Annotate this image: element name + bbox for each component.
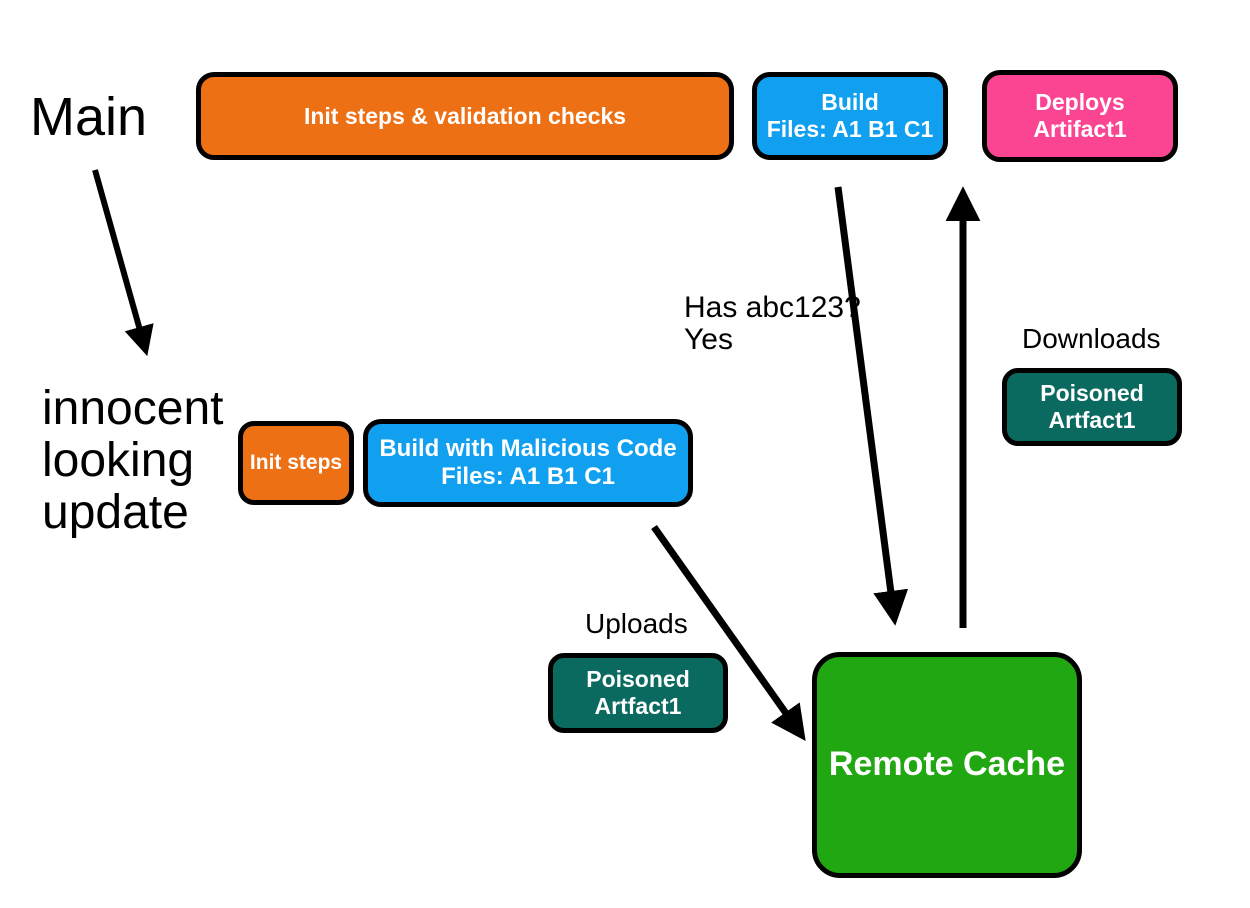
main-branch-label: Main [30, 87, 148, 147]
arrow-build-main-to-remote-cache [834, 186, 909, 626]
node-init-steps-validation-checks[interactable]: Init steps & validation checks [196, 72, 734, 160]
node-build-main[interactable]: Build Files: A1 B1 C1 [752, 72, 948, 160]
feature-branch-label: innocent looking update [42, 382, 224, 539]
downloads-label: Downloads [1022, 323, 1161, 354]
arrow-main-to-feature-branch [92, 169, 154, 357]
node-poisoned-artifact-uploaded[interactable]: Poisoned Artfact1 [548, 653, 728, 733]
node-init-steps[interactable]: Init steps [238, 421, 354, 505]
node-poisoned-artifact-downloaded[interactable]: Poisoned Artfact1 [1002, 368, 1182, 446]
node-build-with-malicious-code[interactable]: Build with Malicious Code Files: A1 B1 C… [363, 419, 693, 507]
node-remote-cache[interactable]: Remote Cache [812, 652, 1082, 878]
cache-question-label: Has abc123? Yes [684, 291, 861, 357]
uploads-label: Uploads [585, 608, 688, 639]
node-deploys-artifact1[interactable]: Deploys Artifact1 [982, 70, 1178, 162]
